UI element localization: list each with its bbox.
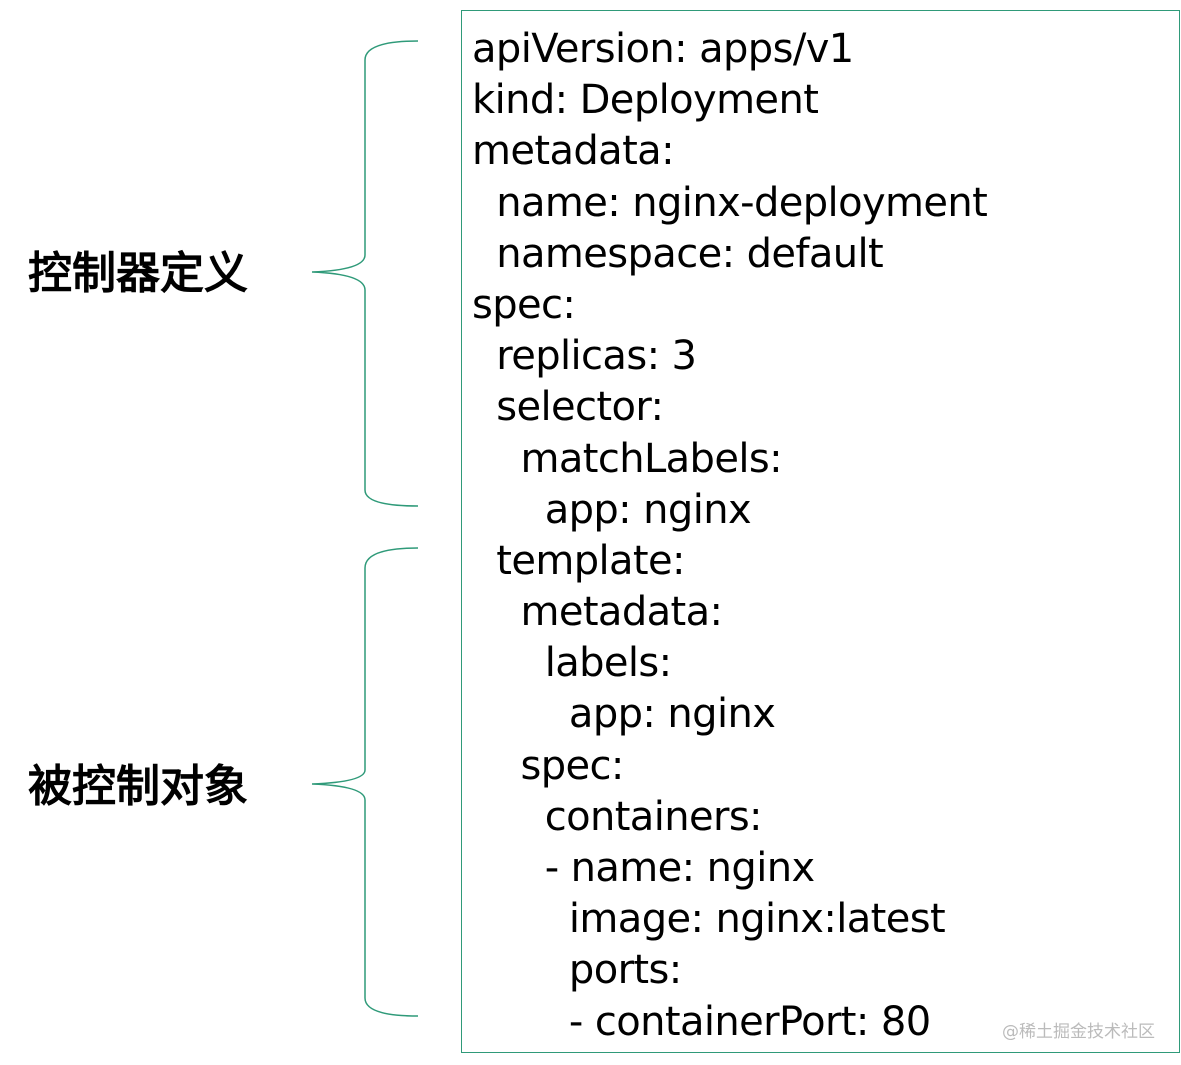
code-line: app: nginx bbox=[472, 486, 752, 533]
controller-definition-label: 控制器定义 bbox=[28, 248, 248, 299]
code-line: selector: bbox=[472, 384, 664, 431]
code-line: template: bbox=[472, 537, 685, 584]
code-line: - name: nginx bbox=[472, 845, 815, 891]
code-line: kind: Deployment bbox=[472, 77, 819, 124]
code-line: metadata: bbox=[472, 589, 723, 636]
code-line: containers: bbox=[472, 793, 763, 840]
code-line: spec: bbox=[472, 742, 624, 789]
code-line: labels: bbox=[472, 640, 672, 687]
controlled-object-label: 被控制对象 bbox=[28, 761, 248, 812]
watermark: @稀土掘金技术社区 bbox=[1002, 1022, 1155, 1042]
code-line: apiVersion: apps/v1 bbox=[472, 26, 854, 72]
code-line: matchLabels: bbox=[472, 435, 782, 482]
code-line: name: nginx-deployment bbox=[472, 179, 988, 226]
code-line: app: nginx bbox=[472, 691, 776, 738]
code-line: replicas: 3 bbox=[472, 333, 697, 380]
yaml-code-box: apiVersion: apps/v1 kind: Deployment met… bbox=[461, 10, 1180, 1053]
code-line: metadata: bbox=[472, 128, 675, 175]
code-line: - containerPort: 80 bbox=[472, 998, 931, 1045]
code-line: namespace: default bbox=[472, 230, 884, 277]
yaml-code-lines: apiVersion: apps/v1 kind: Deployment met… bbox=[472, 24, 988, 1048]
code-line: ports: bbox=[472, 947, 682, 994]
code-line: image: nginx:latest bbox=[472, 896, 946, 943]
code-line: spec: bbox=[472, 281, 576, 328]
